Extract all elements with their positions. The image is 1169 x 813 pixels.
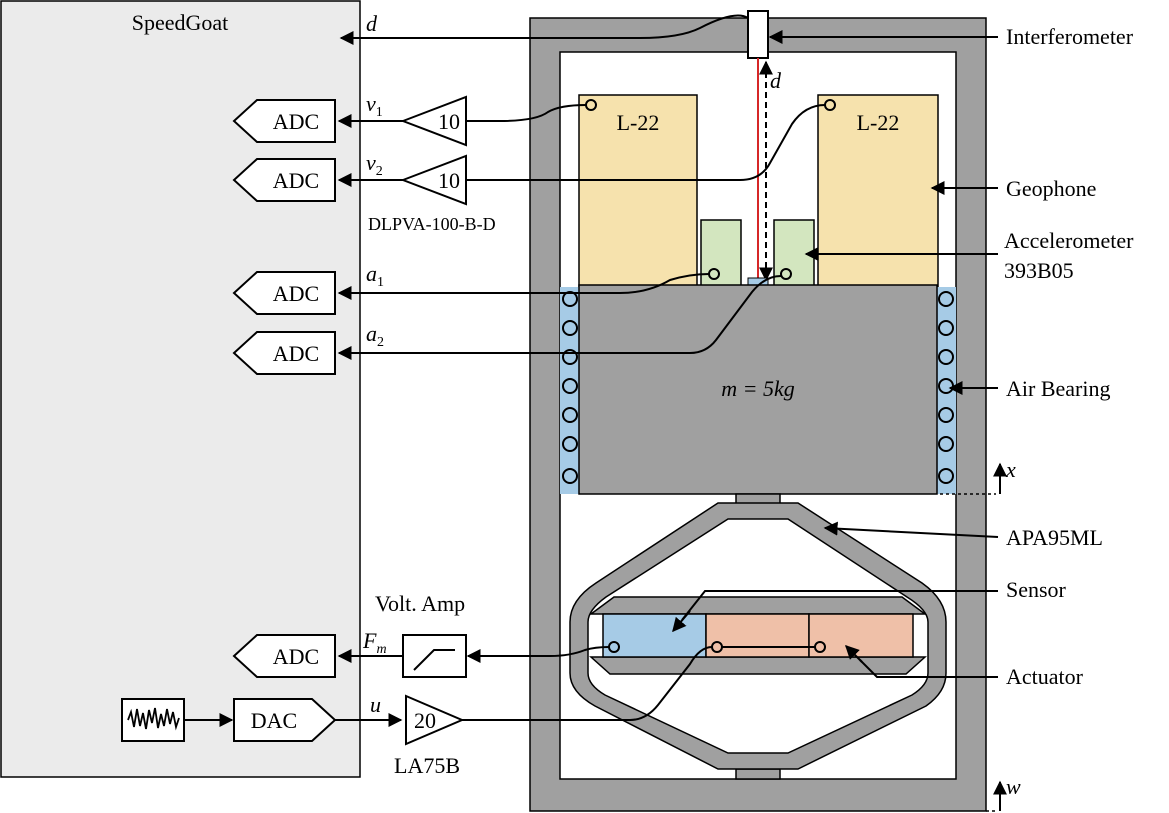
adc-block-a2: ADC xyxy=(232,331,336,375)
wire-v2 xyxy=(466,104,826,181)
wire-v1 xyxy=(466,104,587,122)
adc-label: ADC xyxy=(273,168,319,193)
adc-block-fm: ADC xyxy=(232,634,336,678)
adc-block-v2: ADC xyxy=(232,158,336,202)
amp-v1-gain: 10 xyxy=(438,109,460,134)
voltage-amp-title: Volt. Amp xyxy=(375,591,465,616)
accelerometer-left xyxy=(700,219,742,288)
apa-lower-plate xyxy=(589,656,927,675)
amp-la75b-model: LA75B xyxy=(394,753,460,778)
callout-arrow-apa xyxy=(823,521,999,538)
apa-upper-plate xyxy=(588,596,928,615)
geophone-amp-model: DLPVA-100-B-D xyxy=(368,214,496,234)
callout-line-sensor xyxy=(681,590,998,621)
adc-label: ADC xyxy=(273,341,319,366)
noise-signal-icon xyxy=(127,707,180,731)
dac-label: DAC xyxy=(251,708,297,733)
callout-geophone: Geophone xyxy=(1006,176,1096,201)
callout-apa: APA95ML xyxy=(1006,525,1103,550)
adc-block-a1: ADC xyxy=(232,271,336,315)
voltage-amp-icon xyxy=(413,649,455,671)
callout-arrow-actuator xyxy=(845,645,863,663)
speedgoat-title: SpeedGoat xyxy=(132,10,229,35)
adc-label: ADC xyxy=(273,281,319,306)
distance-d-label: d xyxy=(770,68,782,93)
signal-a2-label: a2 xyxy=(366,321,384,350)
callout-accelerometer-model: 393B05 xyxy=(1004,258,1074,283)
dac-block: DAC xyxy=(233,698,337,742)
wire-a2 xyxy=(346,275,782,354)
signal-v2-label: v2 xyxy=(366,150,383,179)
voltage-amp-block xyxy=(402,634,467,678)
air-bearing-balls xyxy=(562,291,954,484)
wire-u xyxy=(462,646,713,721)
air-bearing-left xyxy=(560,287,579,494)
wire-d xyxy=(346,14,749,39)
geophone-left-label: L-22 xyxy=(617,110,660,135)
signal-fm-label: Fm xyxy=(362,628,387,657)
signal-u-label: u xyxy=(370,692,381,717)
actuator-stack-1 xyxy=(705,613,810,658)
wire-fm xyxy=(474,646,610,657)
geophone-left xyxy=(578,94,698,288)
interferometer-head xyxy=(747,10,769,59)
adc-label: ADC xyxy=(273,109,319,134)
accelerometer-right-connector xyxy=(780,268,792,280)
adc-block-v1: ADC xyxy=(232,99,336,143)
axis-w-label: w xyxy=(1006,774,1021,799)
wire-a1 xyxy=(346,273,710,294)
apa-shell xyxy=(569,502,947,770)
amp-la75b xyxy=(405,694,465,746)
amp-v2-gain: 10 xyxy=(438,168,460,193)
air-bearing-right xyxy=(937,287,956,494)
signal-v1-label: v1 xyxy=(366,91,383,120)
sensor-stack xyxy=(602,613,707,658)
actuator-stack-2 xyxy=(808,613,914,658)
geophone-right-label: L-22 xyxy=(857,110,900,135)
signal-d-label: d xyxy=(366,11,378,36)
callout-arrow-sensor xyxy=(672,610,691,633)
amp-la75b-gain: 20 xyxy=(414,708,436,733)
callout-air-bearing: Air Bearing xyxy=(1006,376,1110,401)
apa-bottom-joint xyxy=(735,768,781,780)
callout-accelerometer: Accelerometer xyxy=(1004,228,1134,253)
callout-actuator: Actuator xyxy=(1006,664,1084,689)
signal-a1-label: a1 xyxy=(366,261,384,290)
noise-source xyxy=(121,698,185,742)
mass-label: m = 5kg xyxy=(721,376,795,401)
callout-sensor: Sensor xyxy=(1006,577,1067,602)
adc-label: ADC xyxy=(273,644,319,669)
axis-x-label: x xyxy=(1005,457,1016,482)
callout-line-actuator xyxy=(859,659,998,678)
callout-interferometer: Interferometer xyxy=(1006,24,1134,49)
